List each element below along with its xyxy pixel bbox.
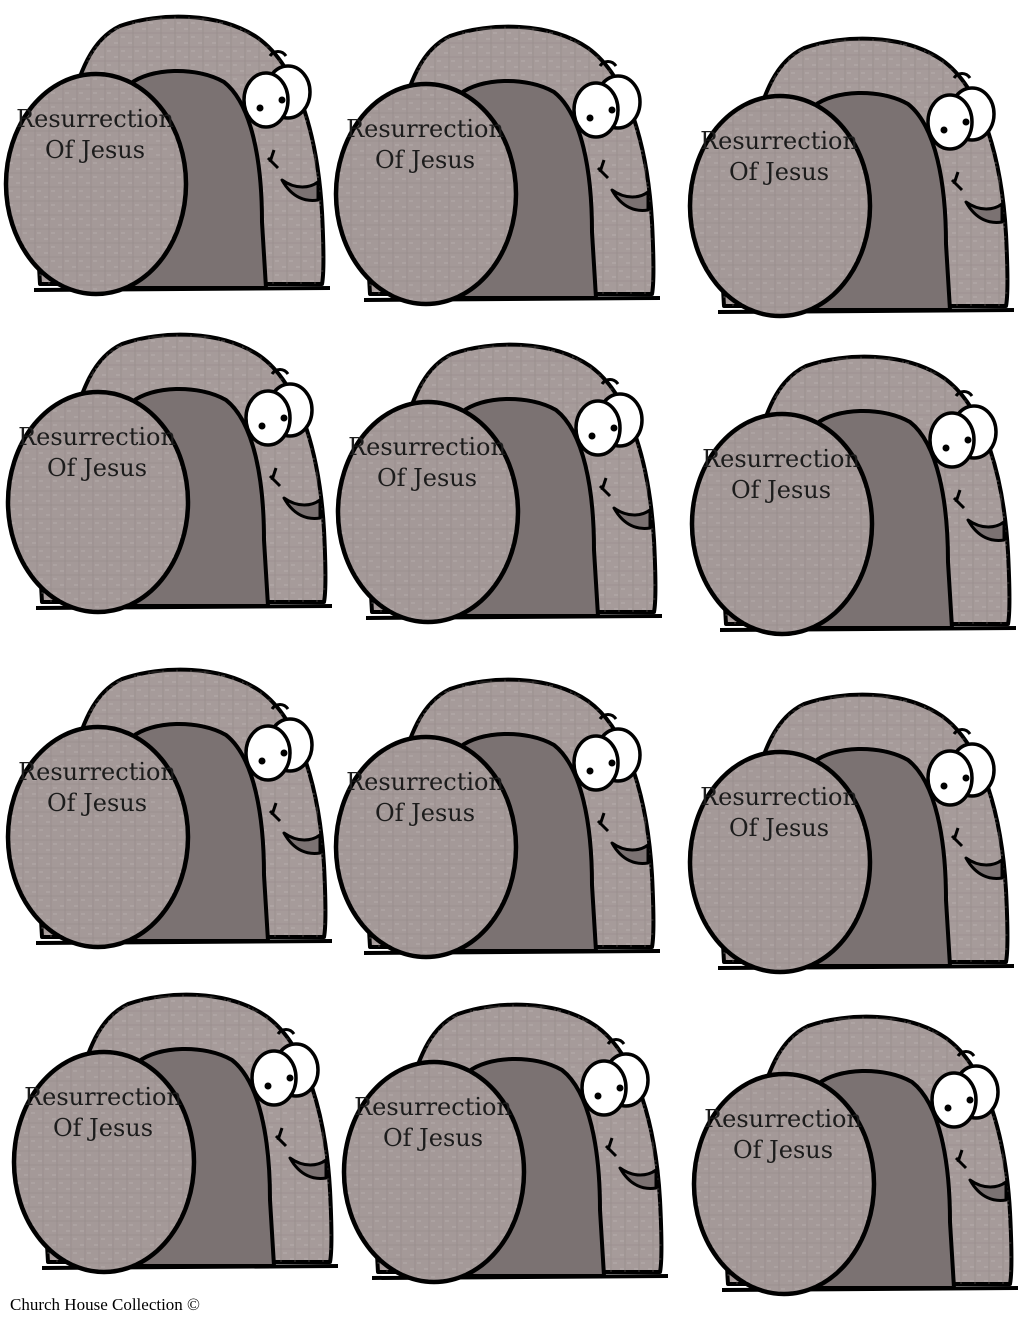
tomb-icon	[5, 332, 333, 615]
rolling-stone-icon	[691, 1071, 877, 1297]
tomb-icon	[3, 14, 331, 297]
stone-label-line2: Of Jesus	[730, 476, 832, 504]
eyes-icon	[930, 1050, 1000, 1129]
smile-icon	[598, 477, 652, 530]
stone-label-line1: Resurrection	[346, 768, 504, 796]
stone-label-line1: Resurrection	[24, 1083, 182, 1111]
tomb-icon	[11, 992, 339, 1275]
smile-icon	[950, 827, 1004, 880]
tomb-card: Resurrection Of Jesus	[688, 1012, 1019, 1312]
stone-label-line2: Of Jesus	[52, 1114, 154, 1142]
stone-label-line2: Of Jesus	[374, 799, 476, 827]
rolling-stone-icon	[11, 1049, 197, 1275]
smile-icon	[604, 1137, 658, 1190]
tomb-icon	[335, 342, 663, 625]
smile-icon	[596, 159, 650, 212]
smile-icon	[266, 149, 320, 202]
stone-label: Resurrection Of Jesus	[684, 782, 874, 844]
stone-label-line2: Of Jesus	[374, 146, 476, 174]
tomb-card: Resurrection Of Jesus	[686, 352, 1017, 652]
stone-label-line2: Of Jesus	[44, 136, 146, 164]
rolling-stone-icon	[335, 399, 521, 625]
tomb-icon	[333, 24, 661, 307]
rolling-stone-icon	[5, 724, 191, 950]
tomb-card: Resurrection Of Jesus	[2, 330, 333, 630]
tomb-icon	[691, 1014, 1019, 1297]
stone-label-line1: Resurrection	[346, 115, 504, 143]
tomb-card: Resurrection Of Jesus	[332, 340, 663, 640]
tomb-card: Resurrection Of Jesus	[338, 1000, 669, 1300]
rolling-stone-icon	[687, 93, 873, 319]
tomb-card: Resurrection Of Jesus	[0, 12, 331, 312]
stone-label: Resurrection Of Jesus	[686, 444, 876, 506]
tomb-icon	[687, 692, 1015, 975]
eyes-icon	[926, 728, 996, 807]
stone-label-line2: Of Jesus	[376, 464, 478, 492]
eyes-icon	[244, 703, 314, 782]
smile-icon	[952, 489, 1006, 542]
smile-icon	[954, 1149, 1008, 1202]
rolling-stone-icon	[5, 389, 191, 615]
stone-label-line1: Resurrection	[700, 127, 858, 155]
rolling-stone-icon	[333, 81, 519, 307]
tomb-icon	[5, 667, 333, 950]
tomb-icon	[333, 677, 661, 960]
tomb-icon	[689, 354, 1017, 637]
stone-label-line1: Resurrection	[700, 783, 858, 811]
smile-icon	[274, 1127, 328, 1180]
eyes-icon	[928, 390, 998, 469]
stone-label: Resurrection Of Jesus	[338, 1092, 528, 1154]
tomb-icon	[341, 1002, 669, 1285]
eyes-icon	[580, 1038, 650, 1117]
tomb-card: Resurrection Of Jesus	[330, 675, 661, 975]
rolling-stone-icon	[341, 1059, 527, 1285]
stone-label: Resurrection Of Jesus	[0, 104, 190, 166]
stone-label: Resurrection Of Jesus	[330, 767, 520, 829]
stone-label: Resurrection Of Jesus	[2, 757, 192, 819]
stone-label-line1: Resurrection	[18, 758, 176, 786]
stone-label-line1: Resurrection	[18, 423, 176, 451]
eyes-icon	[244, 368, 314, 447]
eyes-icon	[926, 72, 996, 151]
rolling-stone-icon	[687, 749, 873, 975]
stone-label: Resurrection Of Jesus	[684, 126, 874, 188]
stone-label-line2: Of Jesus	[382, 1124, 484, 1152]
rolling-stone-icon	[333, 734, 519, 960]
stone-label-line1: Resurrection	[702, 445, 860, 473]
stone-label-line2: Of Jesus	[728, 158, 830, 186]
stone-label-line2: Of Jesus	[46, 789, 148, 817]
tomb-card: Resurrection Of Jesus	[330, 22, 661, 322]
tomb-card: Resurrection Of Jesus	[684, 34, 1015, 334]
eyes-icon	[572, 60, 642, 139]
smile-icon	[950, 171, 1004, 224]
stone-label: Resurrection Of Jesus	[8, 1082, 198, 1144]
tomb-card: Resurrection Of Jesus	[684, 690, 1015, 990]
eyes-icon	[242, 50, 312, 129]
tomb-icon	[687, 36, 1015, 319]
smile-icon	[596, 812, 650, 865]
copyright-footer: Church House Collection ©	[10, 1295, 200, 1314]
eyes-icon	[250, 1028, 320, 1107]
stone-label: Resurrection Of Jesus	[332, 432, 522, 494]
eyes-icon	[572, 713, 642, 792]
stone-label-line2: Of Jesus	[728, 814, 830, 842]
rolling-stone-icon	[3, 71, 189, 297]
stone-label-line2: Of Jesus	[46, 454, 148, 482]
smile-icon	[268, 467, 322, 520]
stone-label: Resurrection Of Jesus	[2, 422, 192, 484]
stone-label: Resurrection Of Jesus	[330, 114, 520, 176]
stone-label-line1: Resurrection	[16, 105, 174, 133]
tomb-card: Resurrection Of Jesus	[2, 665, 333, 965]
smile-icon	[268, 802, 322, 855]
stone-label-line2: Of Jesus	[732, 1136, 834, 1164]
tomb-card: Resurrection Of Jesus	[8, 990, 339, 1290]
stone-label: Resurrection Of Jesus	[688, 1104, 878, 1166]
stone-label-line1: Resurrection	[704, 1105, 862, 1133]
rolling-stone-icon	[689, 411, 875, 637]
eyes-icon	[574, 378, 644, 457]
stone-label-line1: Resurrection	[354, 1093, 512, 1121]
stone-label-line1: Resurrection	[348, 433, 506, 461]
